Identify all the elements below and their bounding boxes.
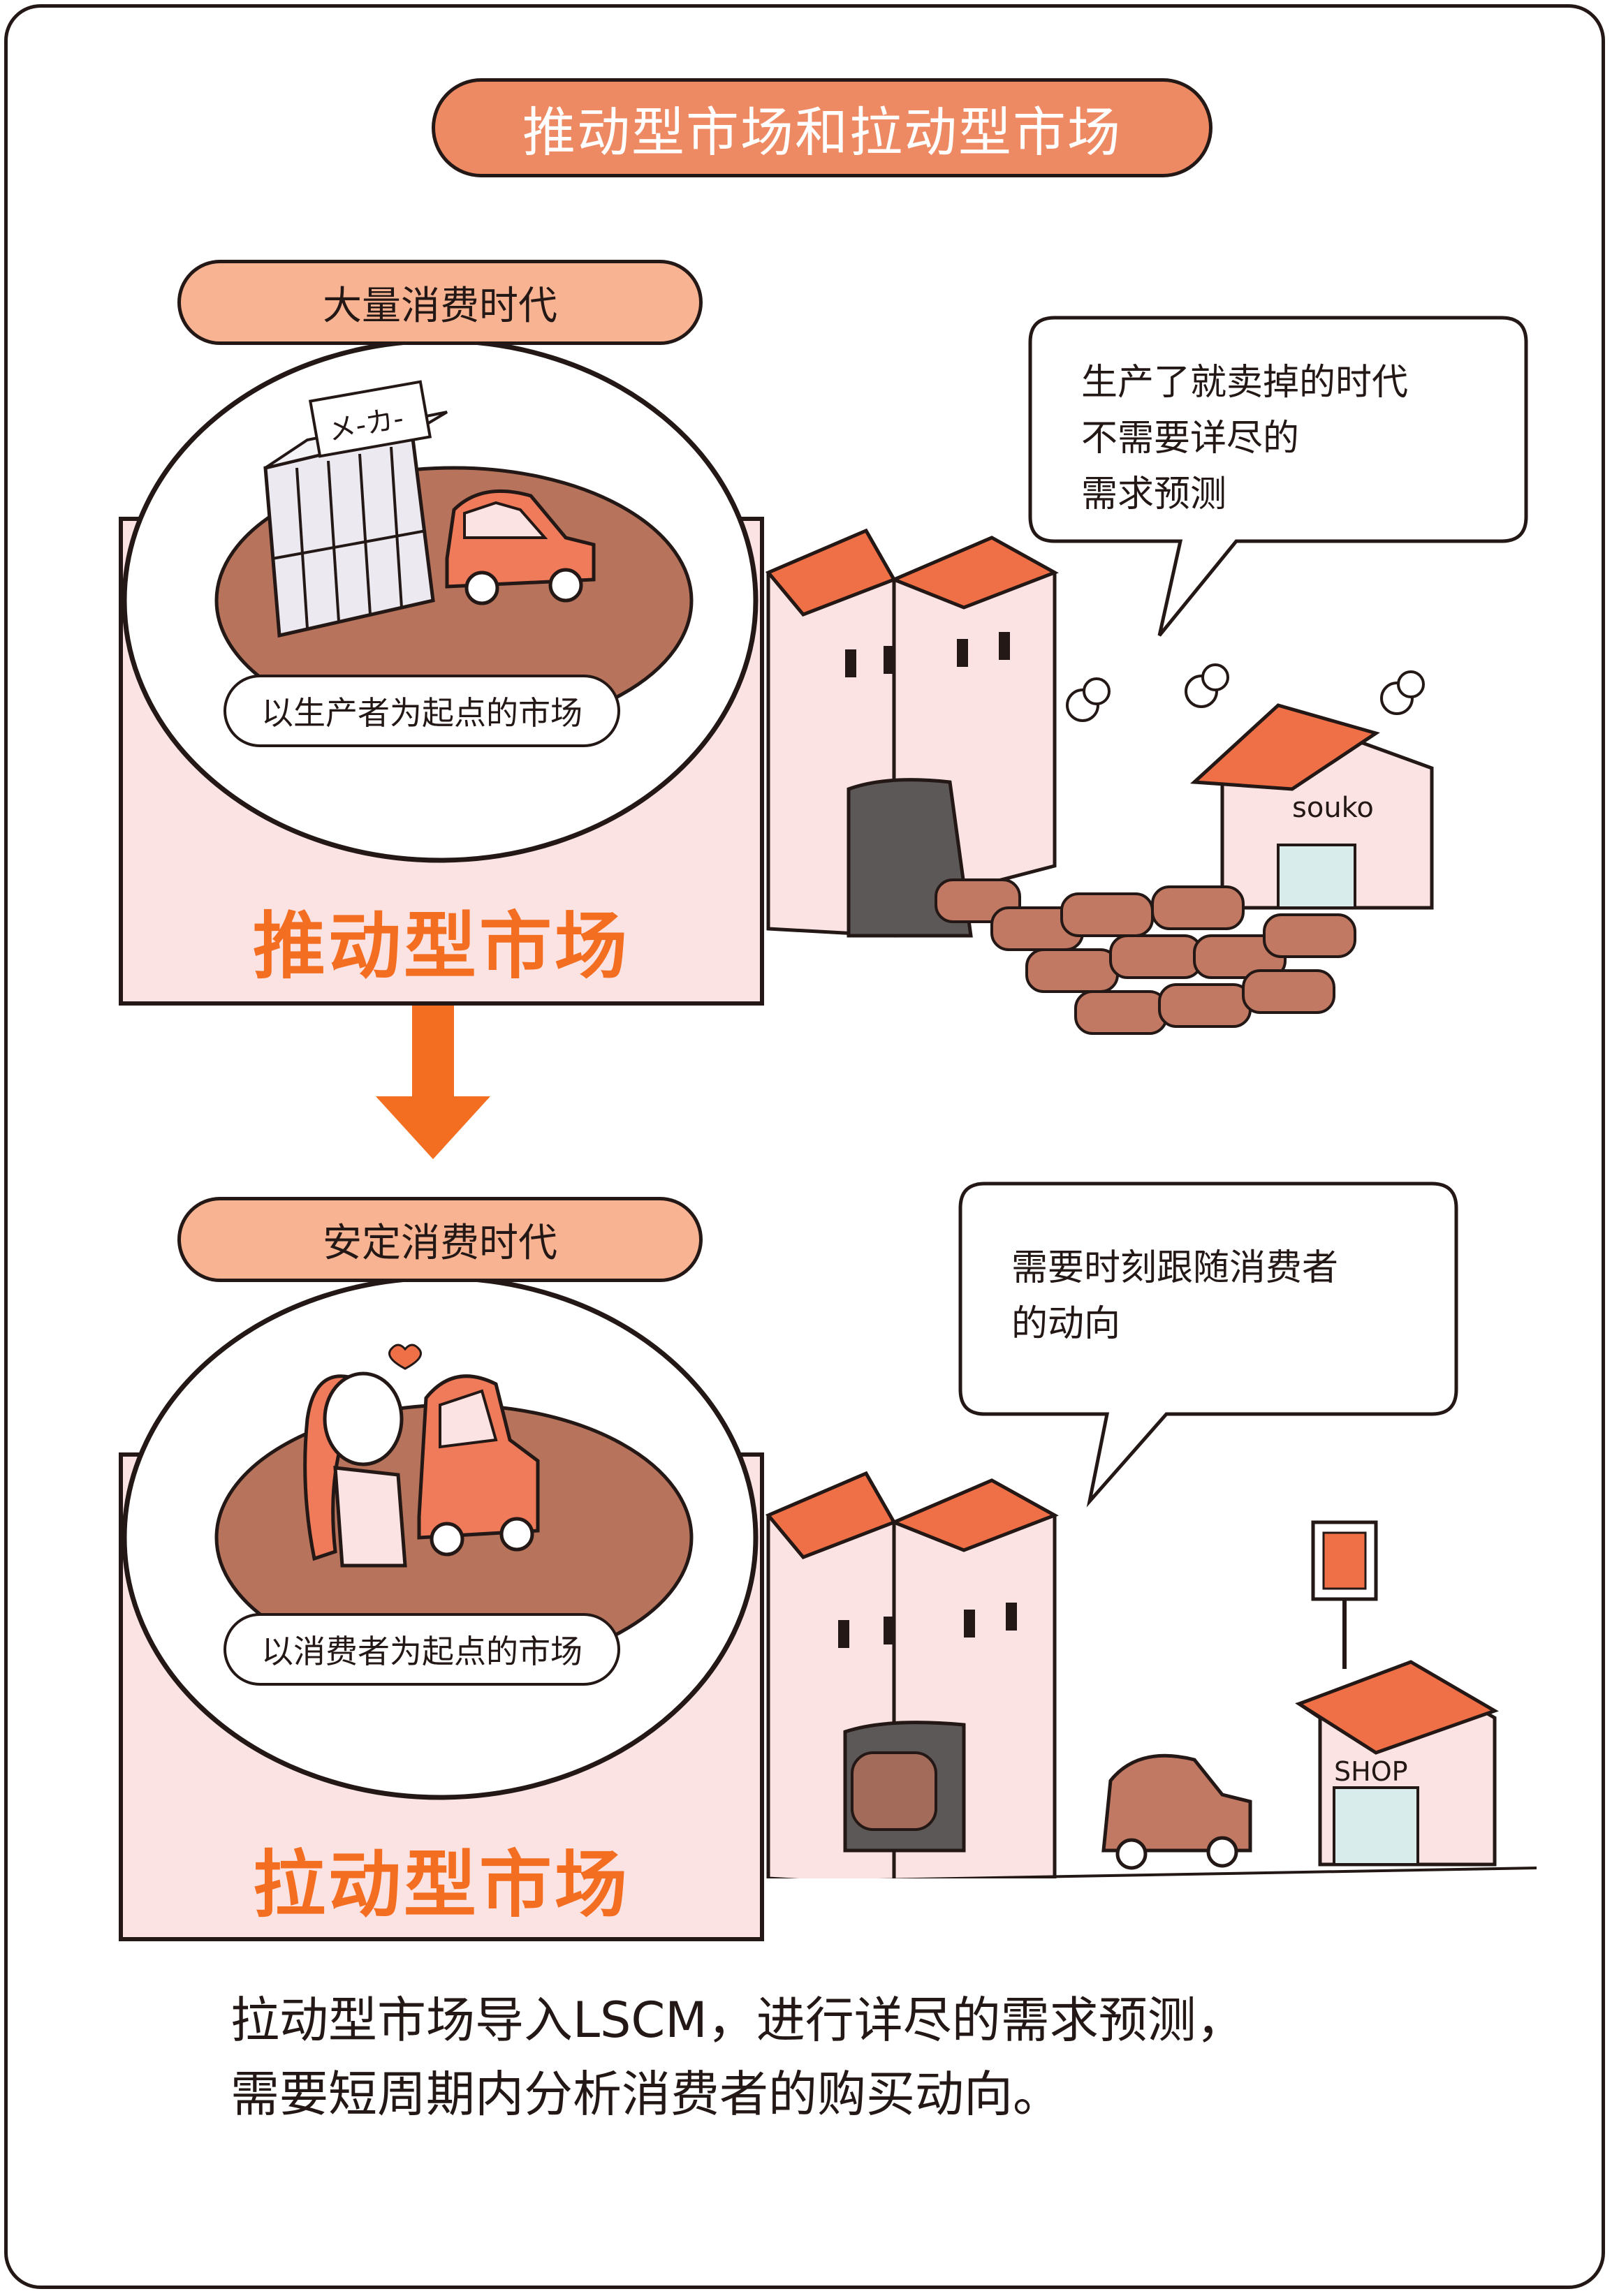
push-scene: souko <box>765 528 1434 1035</box>
factory-icon <box>765 528 1059 938</box>
push-circle: メ-カ- <box>122 338 759 863</box>
pull-scene: SHOP <box>765 1471 1537 1878</box>
push-bubble-line-3: 需求预测 <box>1081 473 1227 515</box>
push-origin-pill: 以生产者为起点的市场 <box>224 675 620 747</box>
push-car-icon <box>445 489 596 605</box>
push-bubble-line-1: 生产了就卖掉的时代 <box>1081 362 1409 404</box>
maker-sign <box>308 380 432 458</box>
push-market-label: 推动型市场 <box>252 904 630 989</box>
pull-circle <box>122 1275 759 1800</box>
down-arrow-icon <box>376 999 490 1159</box>
push-era-pill: 大量消费时代 <box>177 260 703 345</box>
warehouse-sign-text: souko <box>1292 792 1374 824</box>
shop-icon: SHOP <box>1295 1520 1499 1867</box>
pull-car-icon <box>417 1374 540 1557</box>
pull-bubble-text: 需要时刻跟随消费者 的动向 <box>1011 1240 1338 1352</box>
factory-icon <box>765 1471 1059 1878</box>
push-bubble-line-2: 不需要详尽的 <box>1081 418 1300 459</box>
warehouse-icon: souko <box>1190 703 1434 910</box>
pull-market-label: 拉动型市场 <box>252 1842 630 1927</box>
delivery-car-icon <box>1101 1753 1252 1870</box>
summary-line-2: 需要短周期内分析消费者的购买动向。 <box>230 2066 1062 2123</box>
shop-sign-text: SHOP <box>1334 1756 1408 1787</box>
maker-building-icon: メ-カ- <box>263 380 448 638</box>
pull-speech-bubble <box>958 1182 1458 1508</box>
summary-line-1: 拉动型市场导入LSCM，进行详尽的需求预测， <box>230 1992 1245 2049</box>
smoke-icon <box>1066 663 1425 722</box>
pull-bubble-line-2: 的动向 <box>1011 1303 1121 1345</box>
push-speech-bubble <box>1028 316 1528 637</box>
pull-bubble-line-1: 需要时刻跟随消费者 <box>1011 1247 1339 1289</box>
summary-text: 拉动型市场导入LSCM，进行详尽的需求预测， 需要短周期内分析消费者的购买动向。 <box>230 1983 1245 2131</box>
push-bubble-text: 生产了就卖掉的时代 不需要详尽的 需求预测 <box>1081 355 1408 522</box>
page-title: 推动型市场和拉动型市场 <box>432 78 1213 177</box>
car-queue-icon <box>935 878 1356 1035</box>
pull-origin-pill: 以消费者为起点的市场 <box>224 1613 620 1686</box>
pull-era-pill: 安定消费时代 <box>177 1197 703 1282</box>
consumer-icon <box>303 1344 422 1568</box>
